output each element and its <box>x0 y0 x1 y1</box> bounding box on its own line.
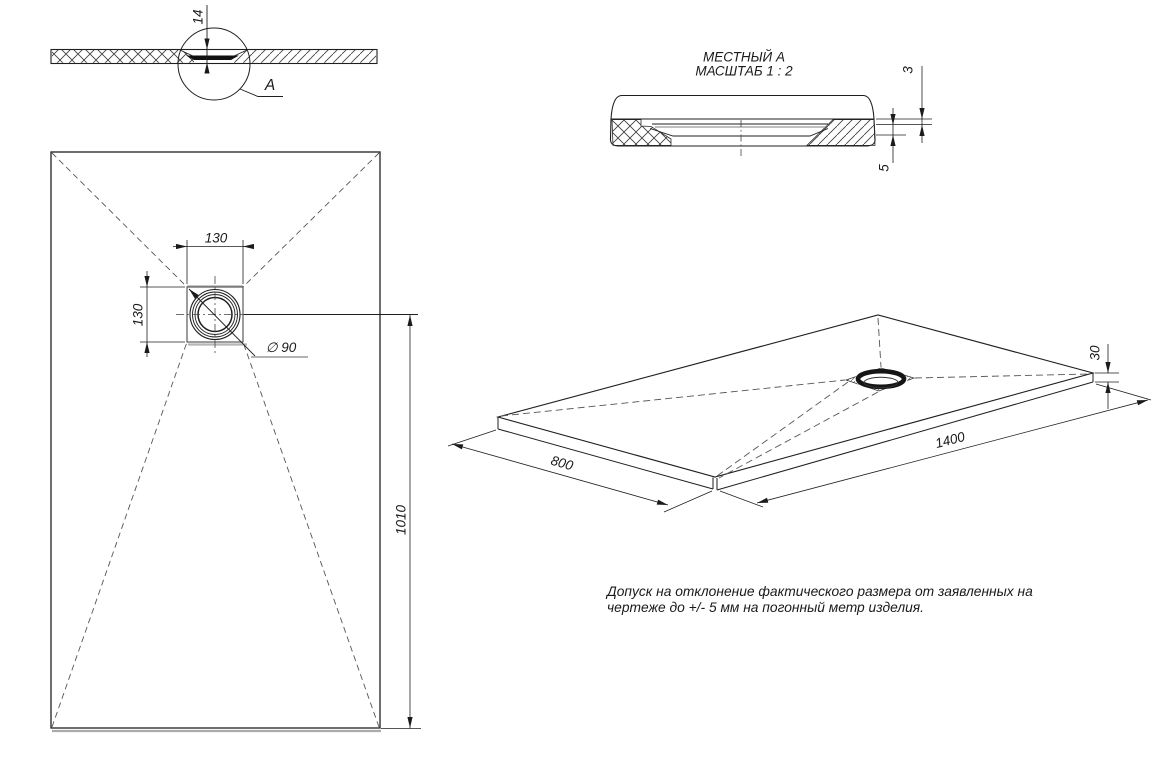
section-view <box>50 5 378 101</box>
dim-130-top-label: 130 <box>204 230 228 246</box>
dim-800-line <box>451 443 669 506</box>
detail-hatch-right <box>806 119 876 146</box>
dim-1010-label: 1010 <box>393 504 409 536</box>
drain-centerlines <box>176 276 254 353</box>
dim-30-label: 30 <box>1087 345 1103 361</box>
dim-1400-line <box>756 399 1149 504</box>
section-drain-cover <box>186 55 239 60</box>
detail-body <box>609 94 876 147</box>
tolerance-note-line1: Допуск на отклонение фактического размер… <box>607 584 1033 599</box>
tolerance-note: Допуск на отклонение фактического размер… <box>607 584 1087 616</box>
detail-trough <box>649 128 829 137</box>
plan-extension-lines <box>140 240 421 729</box>
dim-d90-label: ∅ 90 <box>265 340 297 355</box>
dimension-arrowheads <box>144 38 1148 728</box>
plan-slope-diagonals <box>51 152 380 728</box>
iso-edges <box>497 373 1094 491</box>
tolerance-note-line2: чертеже до +/- 5 мм на погонный метр изд… <box>607 600 924 615</box>
dim-130-left-label: 130 <box>130 303 146 327</box>
detail-circle-a <box>177 27 251 101</box>
detail-view-scale: МАСШТАБ 1 : 2 <box>695 63 793 79</box>
detail-view-title: МЕСТНЫЙ А <box>703 49 785 65</box>
plan-outline <box>50 151 381 729</box>
iso-view <box>447 314 1152 513</box>
detail-hatch-left <box>611 119 672 146</box>
section-body <box>50 48 378 65</box>
dim-d90-leader <box>188 288 256 357</box>
iso-top-face <box>495 314 1096 478</box>
iso-drain-ring <box>855 368 907 390</box>
iso-drain-bowl <box>863 376 899 389</box>
section-hatch-left <box>52 50 194 63</box>
detail-view <box>609 66 932 163</box>
plan-view <box>50 151 421 733</box>
detail-a-leader <box>239 88 283 97</box>
iso-slope-diagonals <box>500 317 1091 479</box>
dim-14-label: 14 <box>190 9 206 25</box>
iso-extension-lines <box>447 372 1152 513</box>
dim-5-label: 5 <box>876 164 892 172</box>
dim-3-label: 3 <box>900 66 916 74</box>
detail-a-label: A <box>264 77 276 94</box>
section-hatch-right <box>233 50 376 63</box>
